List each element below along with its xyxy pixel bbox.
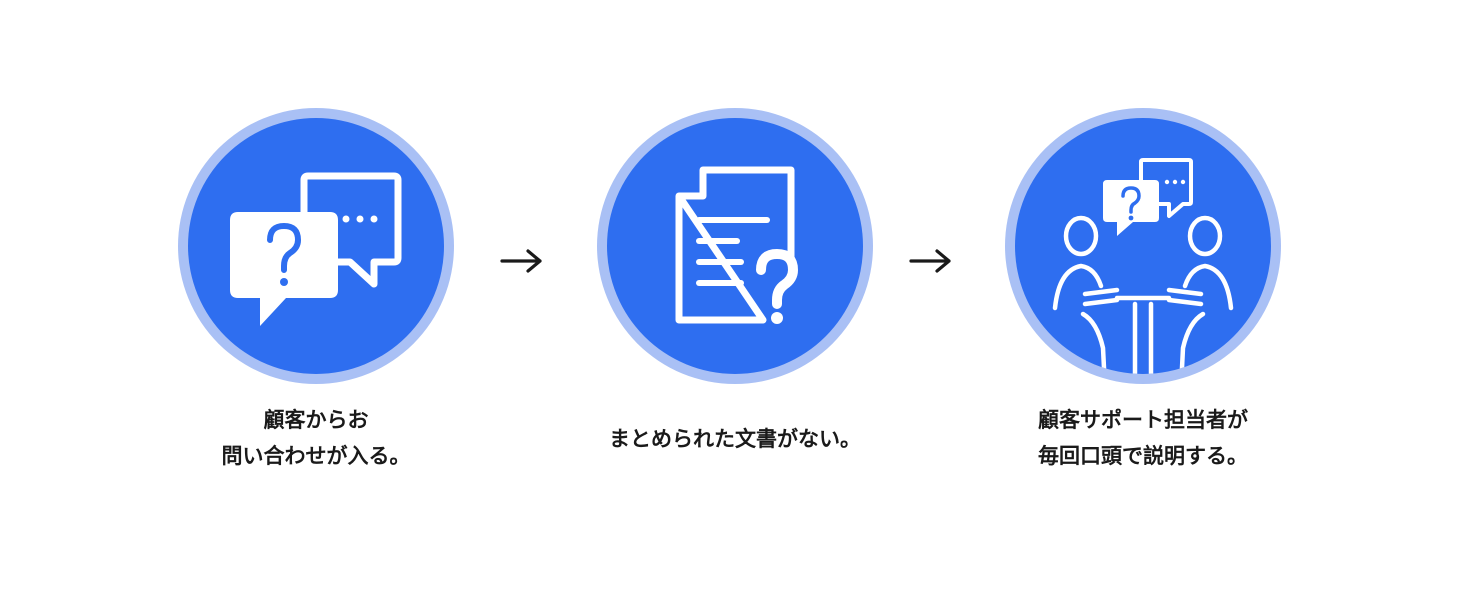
step-1 — [178, 108, 454, 384]
step-2-caption-line-1: まとめられた文書がない。 — [609, 427, 861, 451]
step-2-caption: まとめられた文書がない。 — [565, 421, 905, 457]
step-1-caption: 顧客からお 問い合わせが入る。 — [146, 402, 486, 474]
step-3-caption-line-1: 顧客サポート担当者が — [1038, 408, 1248, 432]
right-arrow-icon — [500, 249, 542, 273]
document-question-icon — [597, 108, 873, 384]
support-meeting-icon — [1005, 108, 1281, 384]
question-chat-bubbles-icon — [178, 108, 454, 384]
step-3-caption-line-2: 毎回口頭で説明する。 — [1038, 444, 1248, 468]
step-1-caption-line-2: 問い合わせが入る。 — [221, 444, 411, 468]
right-arrow-icon — [909, 249, 951, 273]
step-2 — [597, 108, 873, 384]
step-3-caption: 顧客サポート担当者が 毎回口頭で説明する。 — [973, 402, 1313, 474]
step-1-caption-line-1: 顧客からお — [263, 408, 369, 432]
step-3 — [1005, 108, 1281, 384]
